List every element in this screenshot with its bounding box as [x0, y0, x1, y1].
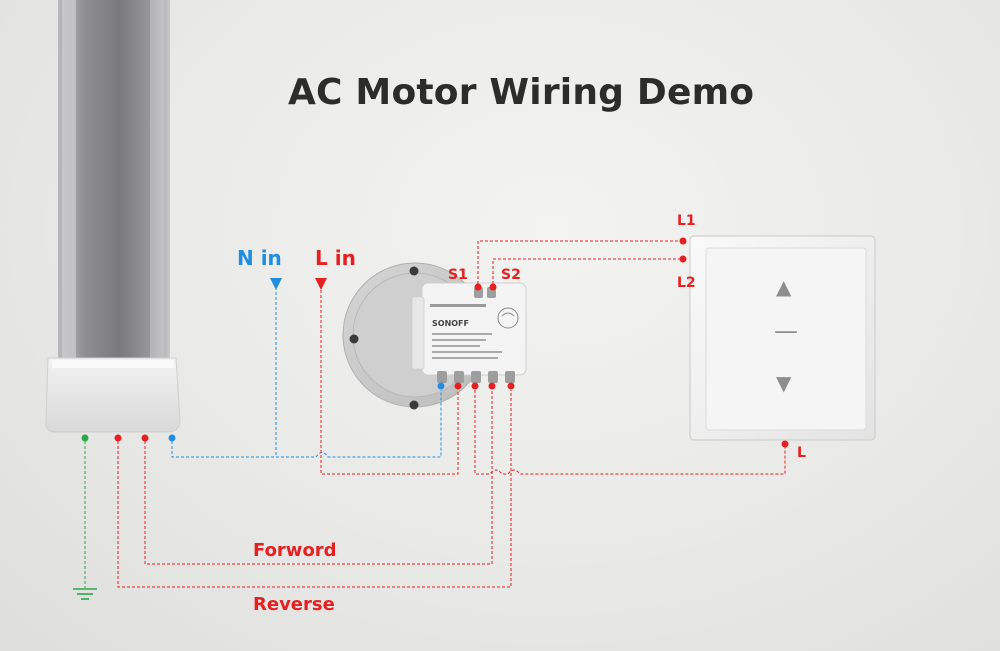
reverse-label: Reverse — [253, 594, 335, 615]
l-in-label: L in — [315, 246, 356, 270]
neutral-wires — [171, 287, 442, 458]
module-s1-terminal — [474, 283, 482, 291]
switch-l1-terminal — [679, 237, 687, 245]
motor-neutral-terminal — [168, 434, 176, 442]
page-title: AC Motor Wiring Demo — [288, 72, 755, 113]
wall-switch-panel — [689, 235, 876, 441]
sonoff-brand-text: SONOFF — [432, 319, 469, 328]
live-wires — [117, 240, 786, 588]
switch-l-terminal — [781, 440, 789, 448]
forward-label: Forword — [253, 540, 337, 561]
n-in-label: N in — [237, 246, 282, 270]
motor-end-cap — [45, 357, 181, 433]
s2-label: S2 — [501, 267, 521, 283]
ground-symbol — [73, 588, 97, 600]
module-l-out-terminal — [471, 382, 479, 390]
switch-l2-terminal — [679, 255, 687, 263]
s1-label: S1 — [448, 267, 468, 283]
switch-stop-icon: — — [774, 317, 798, 345]
motor-reverse-terminal — [141, 434, 149, 442]
motor-ground-terminal — [81, 434, 89, 442]
l-in-arrow-icon — [315, 278, 327, 290]
motor-tube — [58, 0, 170, 365]
switch-up-arrow-icon: ▲ — [776, 275, 792, 299]
module-n-terminal — [437, 382, 445, 390]
module-l2-out-terminal — [507, 382, 515, 390]
n-in-arrow-icon — [270, 278, 282, 290]
module-l1-out-terminal — [488, 382, 496, 390]
module-l-terminal — [454, 382, 462, 390]
l2-label: L2 — [677, 275, 696, 291]
switch-down-arrow-icon: ▼ — [776, 371, 792, 395]
module-s2-terminal — [489, 283, 497, 291]
motor-forward-terminal — [114, 434, 122, 442]
l1-label: L1 — [677, 213, 696, 229]
sonoff-dual-module: SONOFF — [411, 282, 527, 383]
l-label: L — [797, 445, 806, 461]
